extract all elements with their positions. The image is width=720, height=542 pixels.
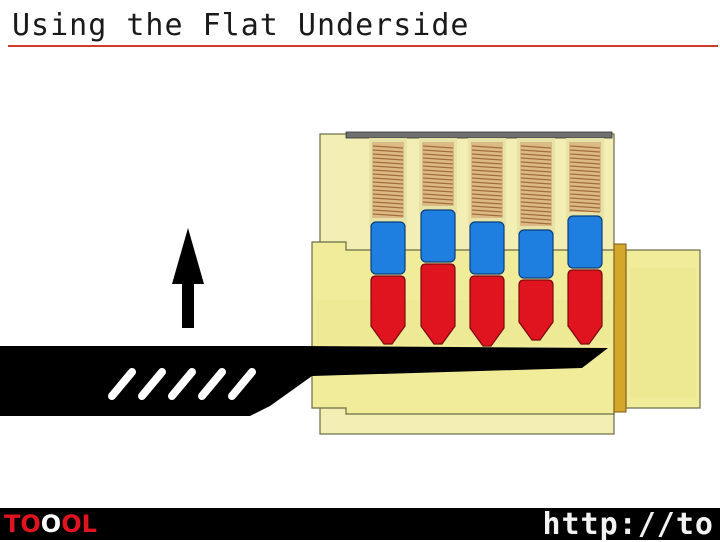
pin-stack-1 xyxy=(369,138,407,345)
driver-pin xyxy=(567,215,603,269)
tension-wrench xyxy=(0,346,608,416)
spring xyxy=(569,142,601,213)
pin-stack-3 xyxy=(468,138,506,347)
spring xyxy=(372,142,404,218)
page-title: Using the Flat Underside xyxy=(12,8,470,43)
footer-bar: TOOOL http://to xyxy=(0,507,720,542)
retaining-ring xyxy=(613,243,627,413)
key-pin xyxy=(567,269,603,345)
url-text: http://to xyxy=(542,507,714,542)
title-underline xyxy=(8,45,718,47)
pin-stacks xyxy=(369,138,604,347)
pin-stack-5 xyxy=(566,138,604,345)
lock-plug xyxy=(311,241,615,415)
driver-pin xyxy=(469,221,505,275)
logo-letter: O xyxy=(61,510,82,538)
driver-pin xyxy=(370,221,406,275)
pin-stack-4 xyxy=(517,138,555,341)
logo-letter: L xyxy=(81,510,97,538)
spring xyxy=(422,142,454,206)
spring xyxy=(471,142,503,218)
driver-pin xyxy=(518,229,554,279)
driver-pin xyxy=(420,209,456,263)
logo-letter: O xyxy=(20,510,41,538)
toool-logo: TOOOL xyxy=(4,510,97,538)
spring xyxy=(520,142,552,226)
up-arrow-icon xyxy=(172,228,204,328)
key-pin xyxy=(518,279,554,341)
wrench-grip-stripes xyxy=(108,368,256,400)
key-pin xyxy=(469,275,505,347)
plug-face xyxy=(625,249,701,409)
lock-diagram xyxy=(0,131,701,435)
logo-letter: T xyxy=(4,510,21,538)
logo-letter: O xyxy=(40,510,62,538)
key-pin xyxy=(420,263,456,345)
key-pin xyxy=(370,275,406,345)
pin-stack-2 xyxy=(419,138,457,345)
